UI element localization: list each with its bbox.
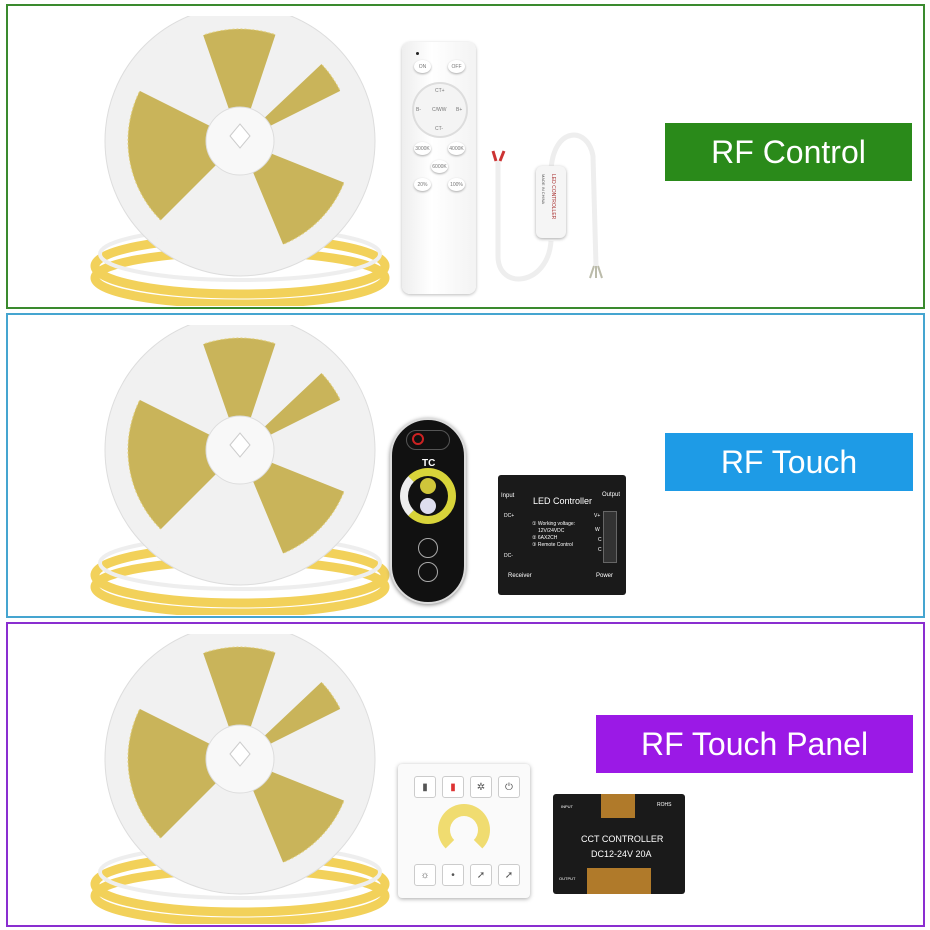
spec-3: ③ Remote Control: [532, 542, 573, 548]
cw-label: C/WW: [432, 107, 447, 113]
section-rf-touch: RF Touch: [6, 313, 925, 618]
dc-plus-label: DC+: [504, 513, 515, 519]
led-strip-reel-image: [90, 623, 390, 927]
output-label: Output: [602, 492, 621, 498]
preset-button-graphic: 20%: [414, 178, 431, 191]
w-label: W: [595, 527, 600, 533]
rf-remote-image: ON OFF CT+ CT- B- B+ C/WW 3000K 4000K 60…: [402, 42, 476, 294]
ct-up-label: CT+: [435, 88, 445, 94]
led-strip-reel-image: [90, 314, 390, 618]
receiver-label: Receiver: [508, 573, 532, 579]
preset-button-graphic: 6000K: [431, 160, 448, 173]
cct-spec: DC12-24V 20A: [591, 849, 652, 859]
touch-wall-panel-image: ▮▮✲⏻ ☼•➚➚: [398, 764, 530, 898]
section-rf-control: ON OFF CT+ CT- B- B+ C/WW 3000K 4000K 60…: [6, 4, 925, 309]
control-ring: CT+ CT- B- B+ C/WW: [414, 84, 466, 136]
c2-label: C: [598, 547, 602, 553]
output-label: OUTPUT: [559, 876, 576, 881]
led-controller-image: Input Output LED Controller DC+ DC- ① Wo…: [498, 475, 626, 595]
rf-touch-panel-label: RF Touch Panel: [596, 715, 913, 773]
off-button-graphic: OFF: [448, 60, 465, 73]
preset-button-graphic: 4000K: [448, 142, 465, 155]
dc-minus-label: DC-: [504, 553, 513, 559]
cct-title: CCT CONTROLLER: [581, 834, 664, 844]
c1-label: C: [598, 537, 602, 543]
controller-title: LED Controller: [533, 496, 593, 506]
input-label: Input: [501, 493, 515, 499]
input-label: INPUT: [561, 804, 573, 809]
mini-led-controller-image: LED CONTROLLER MADE IN CHINA: [536, 166, 566, 238]
b-down-label: B-: [416, 107, 421, 113]
power-label: Power: [596, 573, 614, 579]
on-button-graphic: ON: [414, 60, 431, 73]
spec-1b: 12V/24VDC: [538, 528, 565, 534]
rf-touch-label: RF Touch: [665, 433, 913, 491]
v-plus-label: V+: [594, 513, 601, 519]
ct-down-label: CT-: [435, 126, 444, 132]
rf-control-label: RF Control: [665, 123, 912, 181]
b-up-label: B+: [456, 107, 463, 113]
controller-cable-image: [491, 132, 603, 282]
preset-button-graphic: 100%: [448, 178, 465, 191]
mini-controller-text: LED CONTROLLER: [550, 174, 556, 220]
cct-controller-image: INPUT ROHS CCT CONTROLLER DC12-24V 20A O…: [553, 794, 685, 894]
spec-2: ② 6AX2CH: [532, 535, 558, 541]
touch-remote-image: TC: [390, 418, 466, 604]
preset-button-graphic: 3000K: [414, 142, 431, 155]
spec-1: ① Working voltage:: [532, 521, 576, 527]
led-strip-reel-image: [90, 5, 390, 309]
rohs-label: ROHS: [657, 802, 672, 808]
mini-controller-made: MADE IN CHINA: [541, 174, 546, 205]
tc-logo: TC: [422, 458, 436, 469]
